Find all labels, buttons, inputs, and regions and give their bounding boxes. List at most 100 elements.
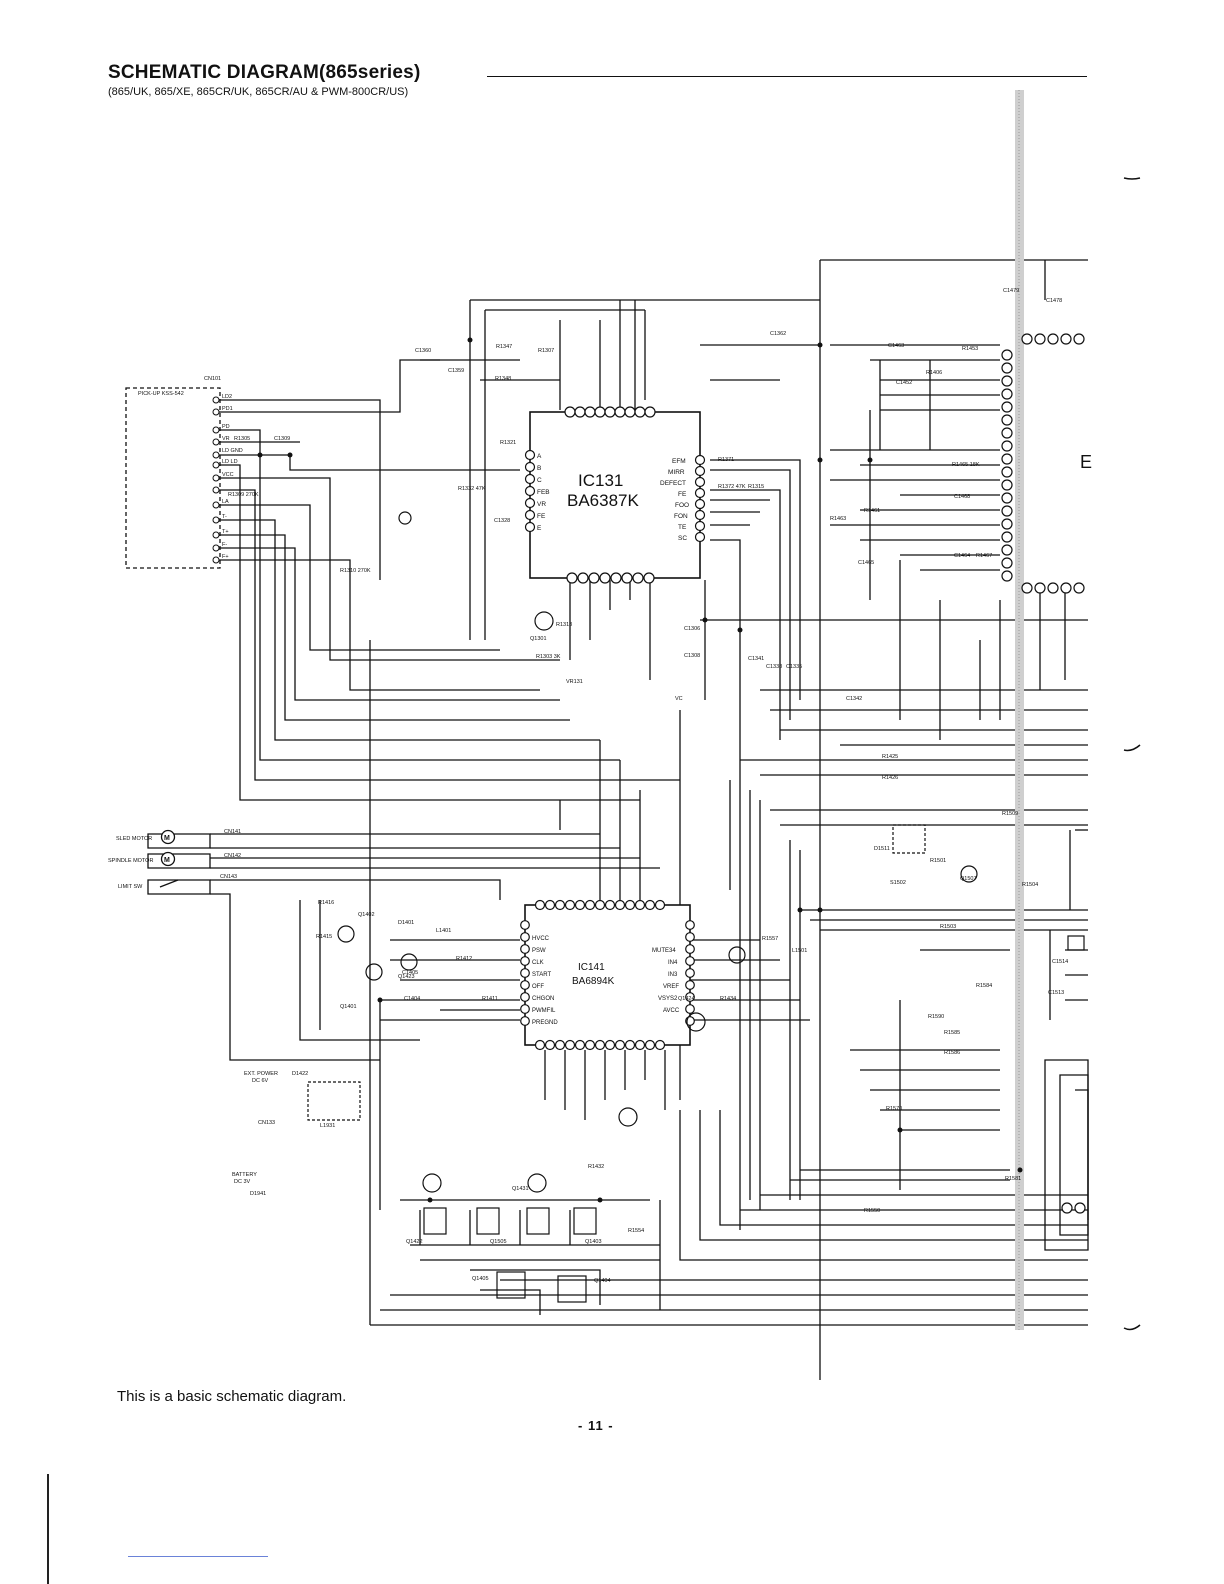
- label-r1453: R1453: [962, 346, 978, 352]
- ic131-pin-fon: FON: [674, 513, 688, 520]
- limit-switch-symbol: [159, 879, 179, 888]
- edge-marks: [1123, 177, 1141, 1331]
- ic131-pin-a: A: [537, 453, 542, 460]
- ic141-ref: IC141: [578, 962, 605, 973]
- ic141-pin-pregnd: PREGND: [532, 1020, 558, 1026]
- ic141-pin-chgon: CHGON: [532, 996, 554, 1002]
- svg-text:M: M: [164, 835, 170, 842]
- page-title: SCHEMATIC DIAGRAM(865series): [108, 62, 421, 83]
- label-r1309: R1309 270K: [228, 492, 259, 498]
- label-c1479: C1479: [1003, 288, 1019, 294]
- cn101-pin-6: LD LD: [222, 459, 238, 465]
- ic131-pin-b: B: [537, 465, 541, 472]
- label-c1341: C1341: [748, 656, 764, 662]
- label-c1468: C1468: [954, 494, 970, 500]
- ic141-pin-psw: PSW: [532, 948, 546, 954]
- vc-label: VC: [675, 696, 683, 702]
- footer-note: This is a basic schematic diagram.: [117, 1388, 347, 1405]
- spindle-motor-label: SPINDLE MOTOR: [108, 858, 153, 864]
- label-q1507: Q1507: [960, 876, 977, 882]
- label-r1313: R1313: [556, 622, 572, 628]
- label-q1422: Q1422: [406, 1239, 423, 1245]
- ic131-pin-foo: FOO: [675, 502, 689, 509]
- label-r1305: R1305: [234, 436, 250, 442]
- ic141-pin-avcc: AVCC: [663, 1008, 680, 1014]
- cn101-pins: [212, 396, 220, 564]
- ic131-pin-c: C: [537, 477, 542, 484]
- ic141-pin-pwmfil: PWMFIL: [532, 1008, 556, 1014]
- label-c1308: C1308: [684, 653, 700, 659]
- ic141-left-pins: [520, 920, 530, 1026]
- label-r1348: R1348: [495, 376, 511, 382]
- cn101-pin-2: PD1: [222, 406, 233, 412]
- svg-text:M: M: [164, 857, 170, 864]
- cn101-pin-9: T-: [222, 514, 227, 520]
- footer-link-underline[interactable]: [128, 1556, 268, 1557]
- label-r1467: R1467: [976, 553, 992, 559]
- label-q1423: Q1423: [398, 974, 415, 980]
- devices: [307, 511, 1085, 1303]
- page-number: - 11 -: [578, 1418, 614, 1433]
- label-c1328: C1328: [494, 518, 510, 524]
- label-c1338: C1338: [766, 664, 782, 670]
- label-r1503: R1503: [940, 924, 956, 930]
- label-c1513: C1513: [1048, 990, 1064, 996]
- label-r1321: R1321: [500, 440, 516, 446]
- ic131-pin-fe-r: FE: [678, 491, 687, 498]
- label-l1401: L1401: [436, 928, 451, 934]
- label-r1465: R1465 18K: [952, 462, 980, 468]
- component-labels: R1347 R1307 R1348 C1360 C1359 C1362 R130…: [228, 288, 1068, 1284]
- label-c1362: C1362: [770, 331, 786, 337]
- ic141-pin-vsys2: VSYS2: [658, 996, 678, 1002]
- label-l1931: L1931: [320, 1123, 335, 1129]
- cn101-pin-5: LD GND: [222, 448, 243, 454]
- wiring: [125, 259, 1089, 1380]
- ic141-pin-vref: VREF: [663, 984, 679, 990]
- label-r1501: R1501: [930, 858, 946, 864]
- label-c1465: C1465: [858, 560, 874, 566]
- label-r1504: R1504: [1022, 882, 1038, 888]
- label-r1434: R1434: [720, 996, 736, 1002]
- label-c1309: C1309: [274, 436, 290, 442]
- cn101-pin-8: LA: [222, 499, 229, 505]
- ic131: IC131 BA6387K A B C FEB VR FE: [524, 406, 706, 584]
- ic141-part: BA6894K: [572, 976, 615, 987]
- label-r1412: R1412: [456, 956, 472, 962]
- cn101-label: CN101: [204, 376, 221, 382]
- label-c1452: C1452: [896, 380, 912, 386]
- title-rule: [487, 76, 1087, 77]
- ic131-left-pins: [524, 449, 536, 533]
- ic141-pin-off: OFF: [532, 984, 544, 990]
- cn143-label: CN143: [220, 874, 237, 880]
- cn101-pin-3: PD: [222, 424, 230, 430]
- label-r1303: R1303 3K: [536, 654, 561, 660]
- label-c1463: C1463: [888, 343, 904, 349]
- label-r1570: R1570: [886, 1106, 902, 1112]
- label-q1405: Q1405: [472, 1276, 489, 1282]
- label-c1405: C1405: [402, 970, 418, 976]
- label-c1404: C1404: [404, 996, 420, 1002]
- label-c1342: C1342: [846, 696, 862, 702]
- label-l1501: L1501: [792, 948, 807, 954]
- ext-power-label: EXT. POWER: [244, 1071, 278, 1077]
- label-r1416: R1416: [318, 900, 334, 906]
- sled-motor-symbol: [160, 829, 176, 845]
- label-q1403: Q1403: [585, 1239, 602, 1245]
- label-r1372: R1372 47K: [718, 484, 746, 490]
- label-r1315: R1315: [748, 484, 764, 490]
- label-r1432: R1432: [588, 1164, 604, 1170]
- label-c1464: C1464: [954, 553, 970, 559]
- label-q1431: Q1431: [512, 1186, 529, 1192]
- spindle-motor-symbol: [160, 851, 176, 867]
- pickup-label: PICK-UP KSS-542: [138, 391, 184, 397]
- label-r1463: R1463: [830, 516, 846, 522]
- label-r1585: R1585: [944, 1030, 960, 1036]
- label-r1411: R1411: [482, 996, 498, 1002]
- ic131-pin-te: TE: [678, 524, 687, 531]
- ic141-right-pins: [685, 920, 695, 1026]
- label-c1359: C1359: [448, 368, 464, 374]
- ic131-pin-defect: DEFECT: [660, 480, 686, 487]
- shaded-band: [1015, 90, 1024, 1330]
- junction-dots: [257, 337, 1023, 1203]
